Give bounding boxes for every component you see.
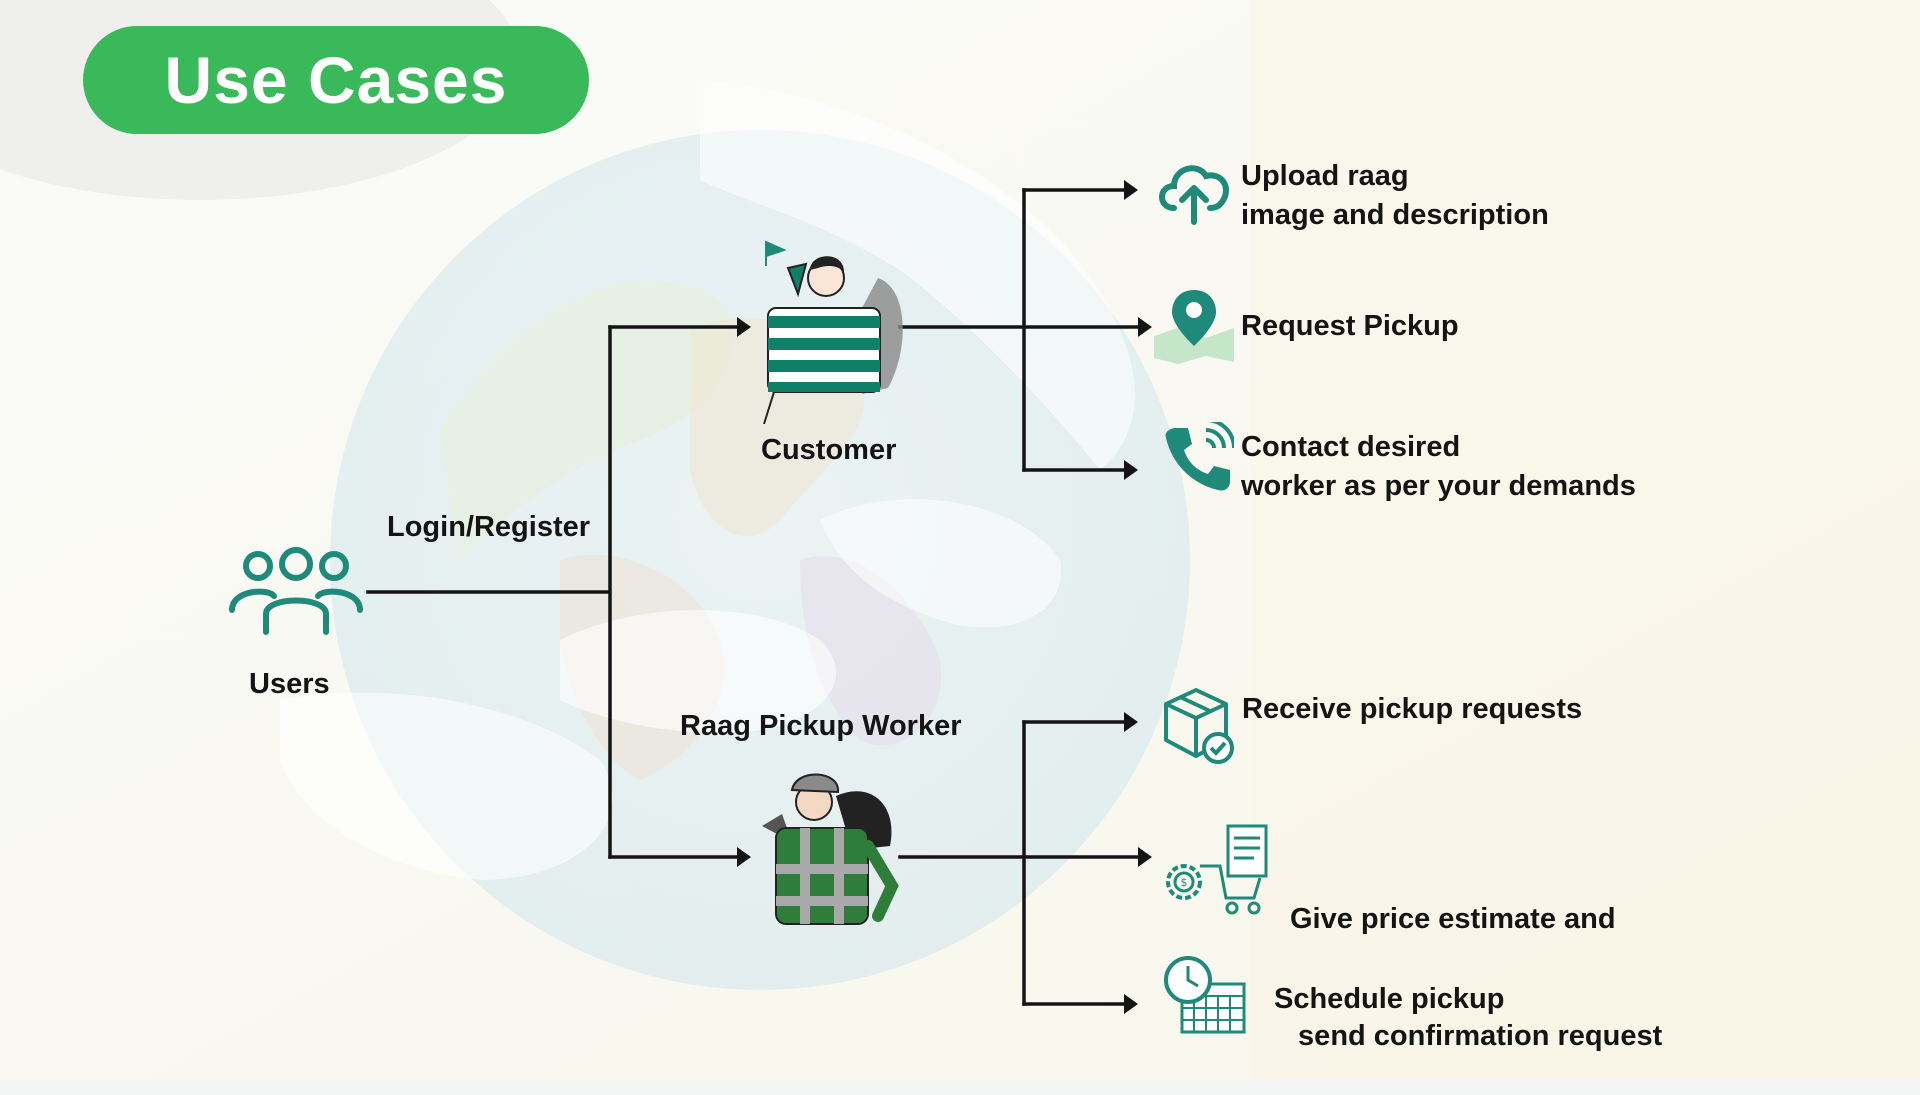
action-schedule-pickup-text: Schedule pickup [1274,980,1504,1019]
calendar-clock-icon [1162,954,1248,1036]
arrowhead-contact [1124,460,1138,480]
action-price-estimate-text: Give price estimate and send confirmatio… [1290,822,1662,1095]
arrowhead-upload [1124,180,1138,200]
arrowhead-estimate [1138,847,1152,867]
users-group-icon [226,544,366,636]
action-upload-text: Upload raag image and description [1241,157,1549,235]
cloud-upload-icon [1156,158,1232,226]
page-title: Use Cases [83,26,589,134]
arrowhead-schedule [1124,994,1138,1014]
arrowhead-worker [737,847,751,867]
users-trunk-line [368,327,610,857]
action-request-pickup-text: Request Pickup [1241,307,1459,346]
customer-label: Customer [761,434,896,467]
map-pin-icon [1148,286,1240,364]
action-contact-worker-text: Contact desired worker as per your deman… [1241,428,1636,506]
package-check-icon [1160,684,1236,766]
users-label: Users [249,668,330,701]
svg-text:$: $ [1181,876,1188,889]
customer-illustration [758,238,908,424]
cart-estimate-icon: $ [1164,822,1278,916]
phone-call-icon [1162,422,1234,494]
login-register-label: Login/Register [387,511,590,544]
worker-label: Raag Pickup Worker [680,710,962,743]
worker-illustration [752,766,904,936]
action-receive-requests-text: Receive pickup requests [1242,690,1582,729]
arrowhead-receive [1124,712,1138,732]
arrowhead-customer [737,317,751,337]
